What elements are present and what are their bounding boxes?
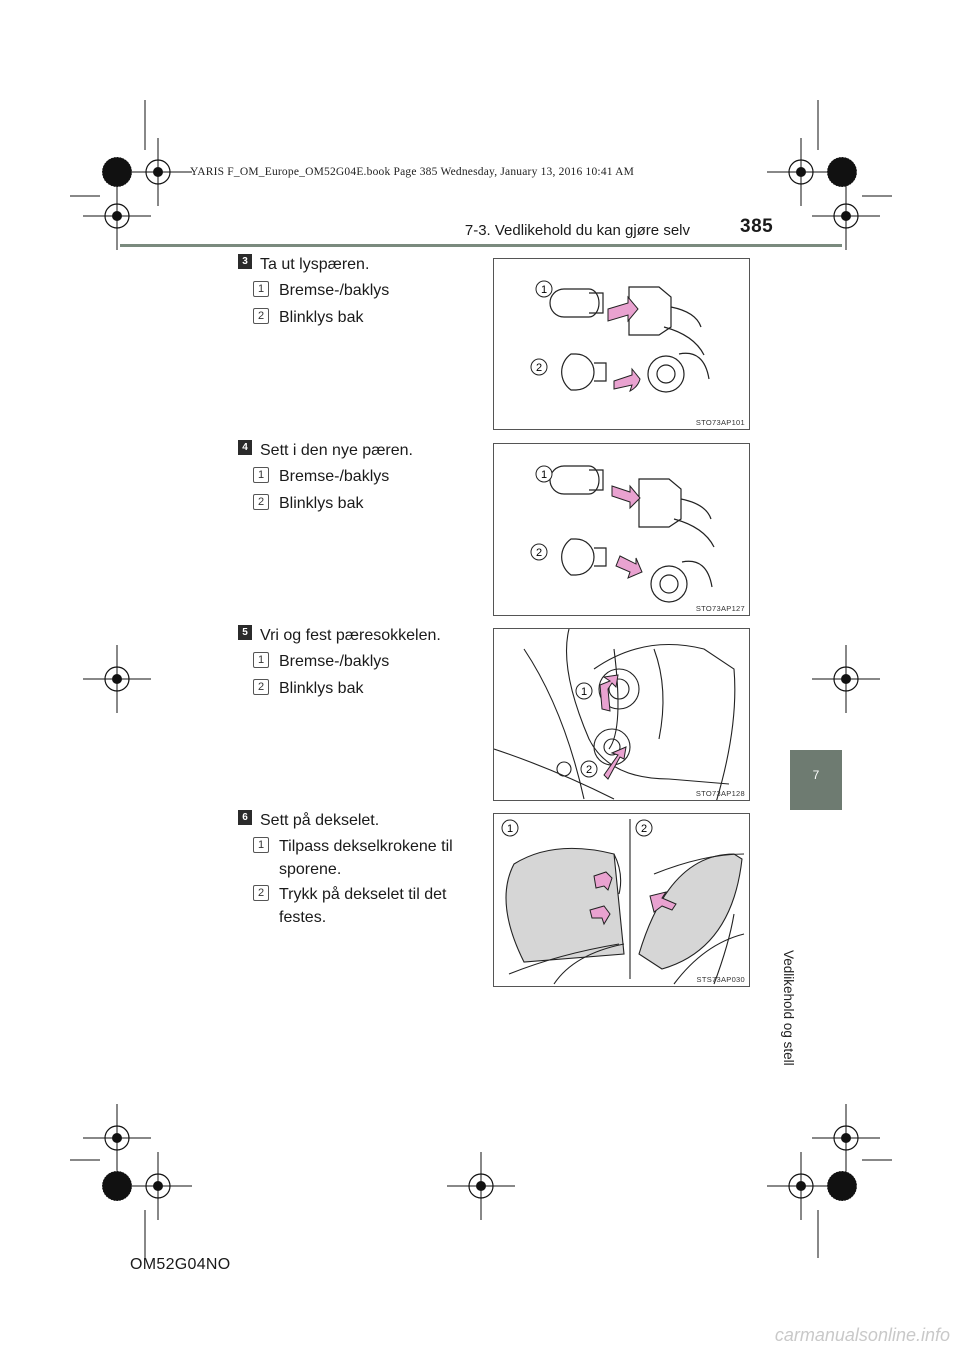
callout-2: 2 <box>536 362 542 374</box>
figure-code: STO73AP128 <box>695 789 745 798</box>
page-number: 385 <box>740 216 774 237</box>
bulb-icon <box>549 288 600 318</box>
chapter-label: Vedlikehold og stell <box>781 950 796 1066</box>
figure-insert-bulb: 1 2 STO73AP127 <box>493 443 750 616</box>
bulb-icon <box>561 538 595 576</box>
sub-item-badge: 2 <box>253 308 269 324</box>
sub-item-text: sporene. <box>279 861 342 878</box>
arrow-icon <box>649 891 677 913</box>
sub-item-badge: 1 <box>253 652 269 668</box>
step-text: Sett i den nye pæren. <box>260 442 413 459</box>
arrow-icon <box>613 367 641 392</box>
bulb-icon <box>561 353 595 391</box>
callout-1: 1 <box>581 686 587 698</box>
watermark: carmanualsonline.info <box>774 1325 950 1345</box>
sub-item-text: festes. <box>279 909 327 926</box>
callout-2: 2 <box>536 547 542 559</box>
step-badge: 3 <box>238 254 252 269</box>
arrow-icon <box>603 746 627 780</box>
step-text: Sett på dekselet. <box>260 812 380 829</box>
sub-item-text: Tilpass dekselkrokene til <box>279 838 453 855</box>
sub-item-badge: 2 <box>253 679 269 695</box>
file-info: YARIS F_OM_Europe_OM52G04E.book Page 385… <box>190 166 635 178</box>
socket-icon <box>628 286 672 336</box>
callout-1: 1 <box>541 284 547 296</box>
chapter-tab <box>790 750 842 810</box>
sub-item-badge: 2 <box>253 494 269 510</box>
sub-item-text: Trykk på dekselet til det <box>279 886 447 903</box>
callout-2: 2 <box>586 764 592 776</box>
arrow-icon <box>589 905 611 926</box>
star-mark-bottom-right <box>826 1170 858 1202</box>
callout-2: 2 <box>641 823 647 835</box>
socket-icon <box>638 478 682 528</box>
sub-item-text: Blinklys bak <box>279 680 364 697</box>
sub-item-badge: 1 <box>253 837 269 853</box>
figure-twist-socket: 1 2 STO73AP128 <box>493 628 750 801</box>
arrow-icon <box>615 555 643 579</box>
sub-item-text: Blinklys bak <box>279 309 364 326</box>
arrow-icon <box>593 871 613 891</box>
manual-code: OM52G04NO <box>130 1256 231 1273</box>
figure-code: STO73AP127 <box>695 604 745 613</box>
step-badge: 4 <box>238 440 252 455</box>
callout-1: 1 <box>507 823 513 835</box>
step-text: Ta ut lyspæren. <box>260 256 370 273</box>
step-text: Vri og fest pæresokkelen. <box>260 627 441 644</box>
arrow-icon <box>607 295 639 323</box>
arrow-icon <box>599 674 619 712</box>
sub-item-badge: 2 <box>253 885 269 901</box>
sub-item-badge: 1 <box>253 467 269 483</box>
sub-item-text: Bremse-/baklys <box>279 653 390 670</box>
section-title: 7-3. Vedlikehold du kan gjøre selv <box>464 222 690 239</box>
figure-fit-cover: 1 2 STS73AP030 <box>493 813 750 987</box>
arrow-icon <box>611 484 641 510</box>
figure-code: STS73AP030 <box>696 975 745 984</box>
figure-remove-bulb: 1 2 STO73AP101 <box>493 258 750 430</box>
sub-item-text: Blinklys bak <box>279 495 364 512</box>
callout-1: 1 <box>541 469 547 481</box>
chapter-number: 7 <box>812 768 820 782</box>
star-mark-top-right <box>826 156 858 188</box>
figure-code: STO73AP101 <box>695 418 745 427</box>
step-badge: 6 <box>238 810 252 825</box>
sub-item-text: Bremse-/baklys <box>279 468 390 485</box>
sub-item-badge: 1 <box>253 281 269 297</box>
step-badge: 5 <box>238 625 252 640</box>
sub-item-text: Bremse-/baklys <box>279 282 390 299</box>
header-rule <box>120 244 842 247</box>
